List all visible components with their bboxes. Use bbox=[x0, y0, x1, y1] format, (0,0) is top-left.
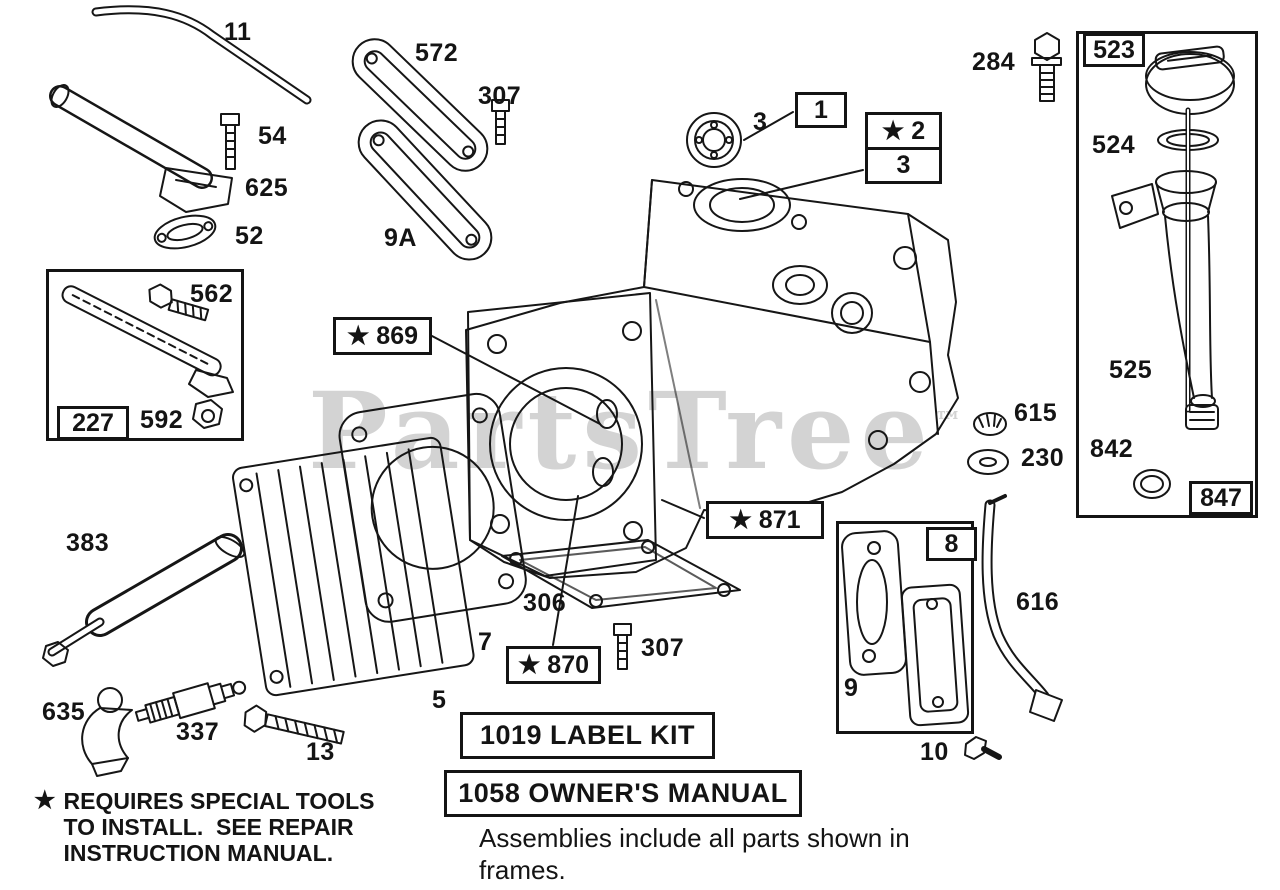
callout-box-8: 8 bbox=[926, 527, 977, 561]
part-label-383: 383 bbox=[66, 529, 110, 557]
part-label-592: 592 bbox=[140, 406, 184, 434]
callout-box-227: 227 bbox=[57, 406, 129, 440]
part-label-625: 625 bbox=[245, 174, 289, 202]
callout-box-847: 847 bbox=[1189, 481, 1253, 515]
part-label-52: 52 bbox=[235, 222, 264, 250]
part-label-230: 230 bbox=[1021, 444, 1065, 472]
part-label-337: 337 bbox=[176, 718, 220, 746]
art-plug-337 bbox=[134, 680, 247, 724]
owners-manual-box: 1058 OWNER'S MANUAL bbox=[444, 770, 802, 817]
art-nut-615 bbox=[973, 412, 1007, 436]
part-label-9: 9 bbox=[844, 674, 859, 702]
callout-cell-2: ★ 2 bbox=[881, 116, 926, 145]
part-label-616: 616 bbox=[1016, 588, 1060, 616]
part-label-9a: 9A bbox=[384, 224, 417, 252]
assembly-frame-227 bbox=[46, 269, 244, 441]
art-tool-383 bbox=[42, 533, 246, 667]
art-washer-230 bbox=[967, 449, 1009, 475]
art-dipstick-525 bbox=[1111, 107, 1219, 430]
art-tube-625 bbox=[49, 84, 233, 213]
art-nut-592 bbox=[192, 399, 223, 429]
art-guard-plate bbox=[900, 583, 970, 727]
art-cylinder-block bbox=[465, 178, 959, 579]
part-label-307-top: 307 bbox=[478, 82, 522, 110]
art-bolt-307-bottom bbox=[613, 623, 632, 670]
art-rod-11 bbox=[91, 5, 312, 105]
art-bolt-13 bbox=[243, 704, 345, 745]
callout-box-1: 1 bbox=[795, 92, 847, 128]
art-bolt-562 bbox=[148, 283, 210, 322]
callout-box-870: ★ 870 bbox=[506, 646, 601, 684]
part-label-615: 615 bbox=[1014, 399, 1058, 427]
art-oring-842 bbox=[1133, 469, 1171, 499]
special-tools-note-line-2: TO INSTALL. SEE REPAIR bbox=[63, 814, 354, 840]
star-icon: ★ bbox=[34, 787, 56, 814]
assemblies-note: Assemblies include all parts shown in fr… bbox=[479, 823, 910, 885]
part-label-11: 11 bbox=[224, 18, 252, 46]
part-label-284: 284 bbox=[972, 48, 1016, 76]
label-kit-box: 1019 LABEL KIT bbox=[460, 712, 715, 759]
callout-box-869: ★ 869 bbox=[333, 317, 432, 355]
callout-box-871: ★ 871 bbox=[706, 501, 824, 539]
special-tools-note: ★ REQUIRES SPECIAL TOOLS TO INSTALL. SEE… bbox=[34, 787, 375, 867]
part-label-306: 306 bbox=[523, 589, 567, 617]
part-label-562: 562 bbox=[190, 280, 234, 308]
art-bolt-10 bbox=[964, 736, 1002, 760]
special-tools-note-line-3: INSTRUCTION MANUAL. bbox=[63, 840, 334, 866]
part-label-307-bottom: 307 bbox=[641, 634, 685, 662]
art-wrench-bar-227 bbox=[61, 285, 234, 398]
special-tools-note-text: REQUIRES SPECIAL TOOLS TO INSTALL. SEE R… bbox=[64, 788, 375, 866]
part-label-572: 572 bbox=[415, 39, 459, 67]
part-label-5: 5 bbox=[432, 686, 447, 714]
art-bolt-307-top bbox=[491, 99, 510, 145]
part-label-3: 3 bbox=[753, 108, 768, 136]
part-label-54: 54 bbox=[258, 122, 287, 150]
art-gasket-572 bbox=[351, 38, 489, 172]
part-label-13: 13 bbox=[306, 738, 335, 766]
special-tools-note-line-1: REQUIRES SPECIAL TOOLS bbox=[63, 788, 375, 814]
part-label-525: 525 bbox=[1109, 356, 1153, 384]
part-label-10: 10 bbox=[920, 738, 949, 766]
art-tube-616 bbox=[981, 494, 1063, 722]
art-gasket-9a bbox=[357, 119, 493, 261]
part-label-842: 842 bbox=[1090, 435, 1134, 463]
assembly-frame-8 bbox=[836, 521, 974, 734]
assembly-frame-523-847 bbox=[1076, 31, 1258, 518]
art-boot-635 bbox=[81, 687, 133, 777]
art-bearing-3 bbox=[686, 112, 742, 168]
art-cylinder-head-5 bbox=[232, 436, 475, 697]
part-label-635: 635 bbox=[42, 698, 86, 726]
part-label-7: 7 bbox=[478, 628, 493, 656]
art-bolt-54 bbox=[220, 113, 240, 170]
part-label-524: 524 bbox=[1092, 131, 1136, 159]
art-bolt-284 bbox=[1031, 32, 1062, 102]
callout-cell-3: 3 bbox=[868, 146, 939, 182]
art-leader-lines bbox=[431, 111, 864, 646]
art-gasket-52 bbox=[153, 214, 217, 250]
callout-box-523: 523 bbox=[1083, 33, 1145, 67]
callout-box-2-3: ★ 2 3 bbox=[865, 112, 942, 184]
